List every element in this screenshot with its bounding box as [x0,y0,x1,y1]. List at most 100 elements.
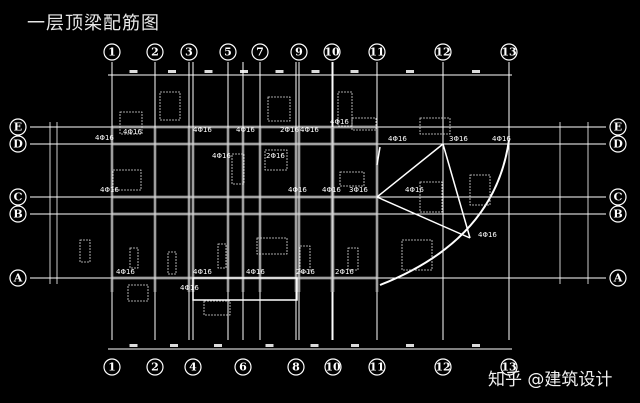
beam-annotation-block [203,300,231,316]
beam-annotation-block [129,247,139,269]
beam-annotation-block [347,247,359,271]
axis-label: 11 [369,46,384,59]
axis-bubble [290,43,308,61]
beam-annotation-block [256,237,288,255]
axis-right-D: D [609,135,627,153]
axis-bubble [146,358,164,376]
rebar-label: 4Φ16 [116,268,135,276]
dimension-text [406,70,414,73]
axis-bubble [234,358,252,376]
rebar-label: 4Φ16 [123,128,142,136]
axis-bubble [146,43,164,61]
rebar-label: 2Φ16 [335,268,354,276]
axis-label: 12 [435,361,450,374]
beam-annotation-block [119,111,143,135]
rebar-label: 4Φ16 [288,186,307,194]
axis-top-10: 10 [323,43,341,61]
axis-bubble [434,358,452,376]
dimension-text [406,344,414,347]
axis-top-3: 3 [180,43,198,61]
axis-left-B: B [9,205,27,223]
rebar-label: 2Φ16 [280,126,299,134]
dimension-text [168,70,176,73]
rebar-label: 4Φ16 [478,231,497,239]
axis-bubble [180,43,198,61]
axis-bottom-1: 1 [103,358,121,376]
axis-label: 3 [185,46,193,59]
axis-label: 2 [151,361,159,374]
axis-bubble [251,43,269,61]
beam-annotation-block [159,91,181,121]
axis-bottom-10: 10 [324,358,342,376]
rebar-label: 3Φ16 [449,135,468,143]
axis-top-1: 1 [103,43,121,61]
axis-right-A: A [609,269,627,287]
axis-label: E [14,121,22,134]
axis-label: E [614,121,622,134]
axis-bubble [434,43,452,61]
axis-right-B: B [609,205,627,223]
rebar-label: 4Φ16 [300,126,319,134]
rebar-label: 4Φ16 [322,186,341,194]
curved-beam [379,139,510,286]
axis-label: 4 [189,361,197,374]
axis-label: B [13,208,22,221]
dimension-text [129,70,138,73]
axis-label: B [613,208,622,221]
axis-label: 11 [369,361,384,374]
beam [192,277,298,301]
axis-label: 9 [295,46,303,59]
beam-annotation-block [264,149,288,171]
dimension-text [214,344,222,347]
axis-bubble [609,188,627,206]
axis-bottom-8: 8 [287,358,305,376]
axis-left-E: E [9,118,27,136]
axis-bottom-12: 12 [434,358,452,376]
axis-label: D [13,138,23,151]
dimension-text [129,344,138,347]
axis-right-C: C [609,188,627,206]
axis-bottom-11: 11 [368,358,386,376]
rebar-label: 4Φ16 [100,186,119,194]
axis-bottom-2: 2 [146,358,164,376]
beam-annotation-block [419,181,443,213]
axis-label: C [614,191,623,204]
axis-label: 13 [501,46,516,59]
rebar-label: 4Φ16 [246,268,265,276]
axis-bubble [609,269,627,287]
axis-bubble [500,358,518,376]
beam-annotation-block [351,117,377,131]
axis-bubble [9,135,27,153]
axis-bubble [103,43,121,61]
rebar-label: 4Φ16 [405,186,424,194]
axis-label: 5 [224,46,232,59]
axis-bubble [324,358,342,376]
dimension-text [311,70,320,73]
axis-label: 10 [324,46,340,59]
drawing-title: 一层顶梁配筋图 [27,13,160,34]
axis-label: A [13,272,23,285]
beam-annotation-block [167,251,177,275]
axis-label: 10 [325,361,341,374]
axis-label: C [14,191,23,204]
axis-top-9: 9 [290,43,308,61]
dimension-text [350,70,359,73]
axis-left-D: D [9,135,27,153]
beam-annotation-block [112,169,142,191]
dimension-text [265,344,274,347]
axis-label: 2 [151,46,159,59]
dimension-text [204,70,213,73]
rebar-label: 4Φ16 [193,126,212,134]
axis-left-A: A [9,269,27,287]
axis-bubble [368,358,386,376]
axis-bottom-6: 6 [234,358,252,376]
axis-bubble [184,358,202,376]
axis-bubble [9,118,27,136]
radial-beam [376,143,471,239]
axis-right-E: E [609,118,627,136]
beam-annotation-block [231,153,245,185]
beam-annotation-block [469,174,491,206]
axis-label: 12 [435,46,450,59]
rebar-label: 4Φ16 [330,118,349,126]
